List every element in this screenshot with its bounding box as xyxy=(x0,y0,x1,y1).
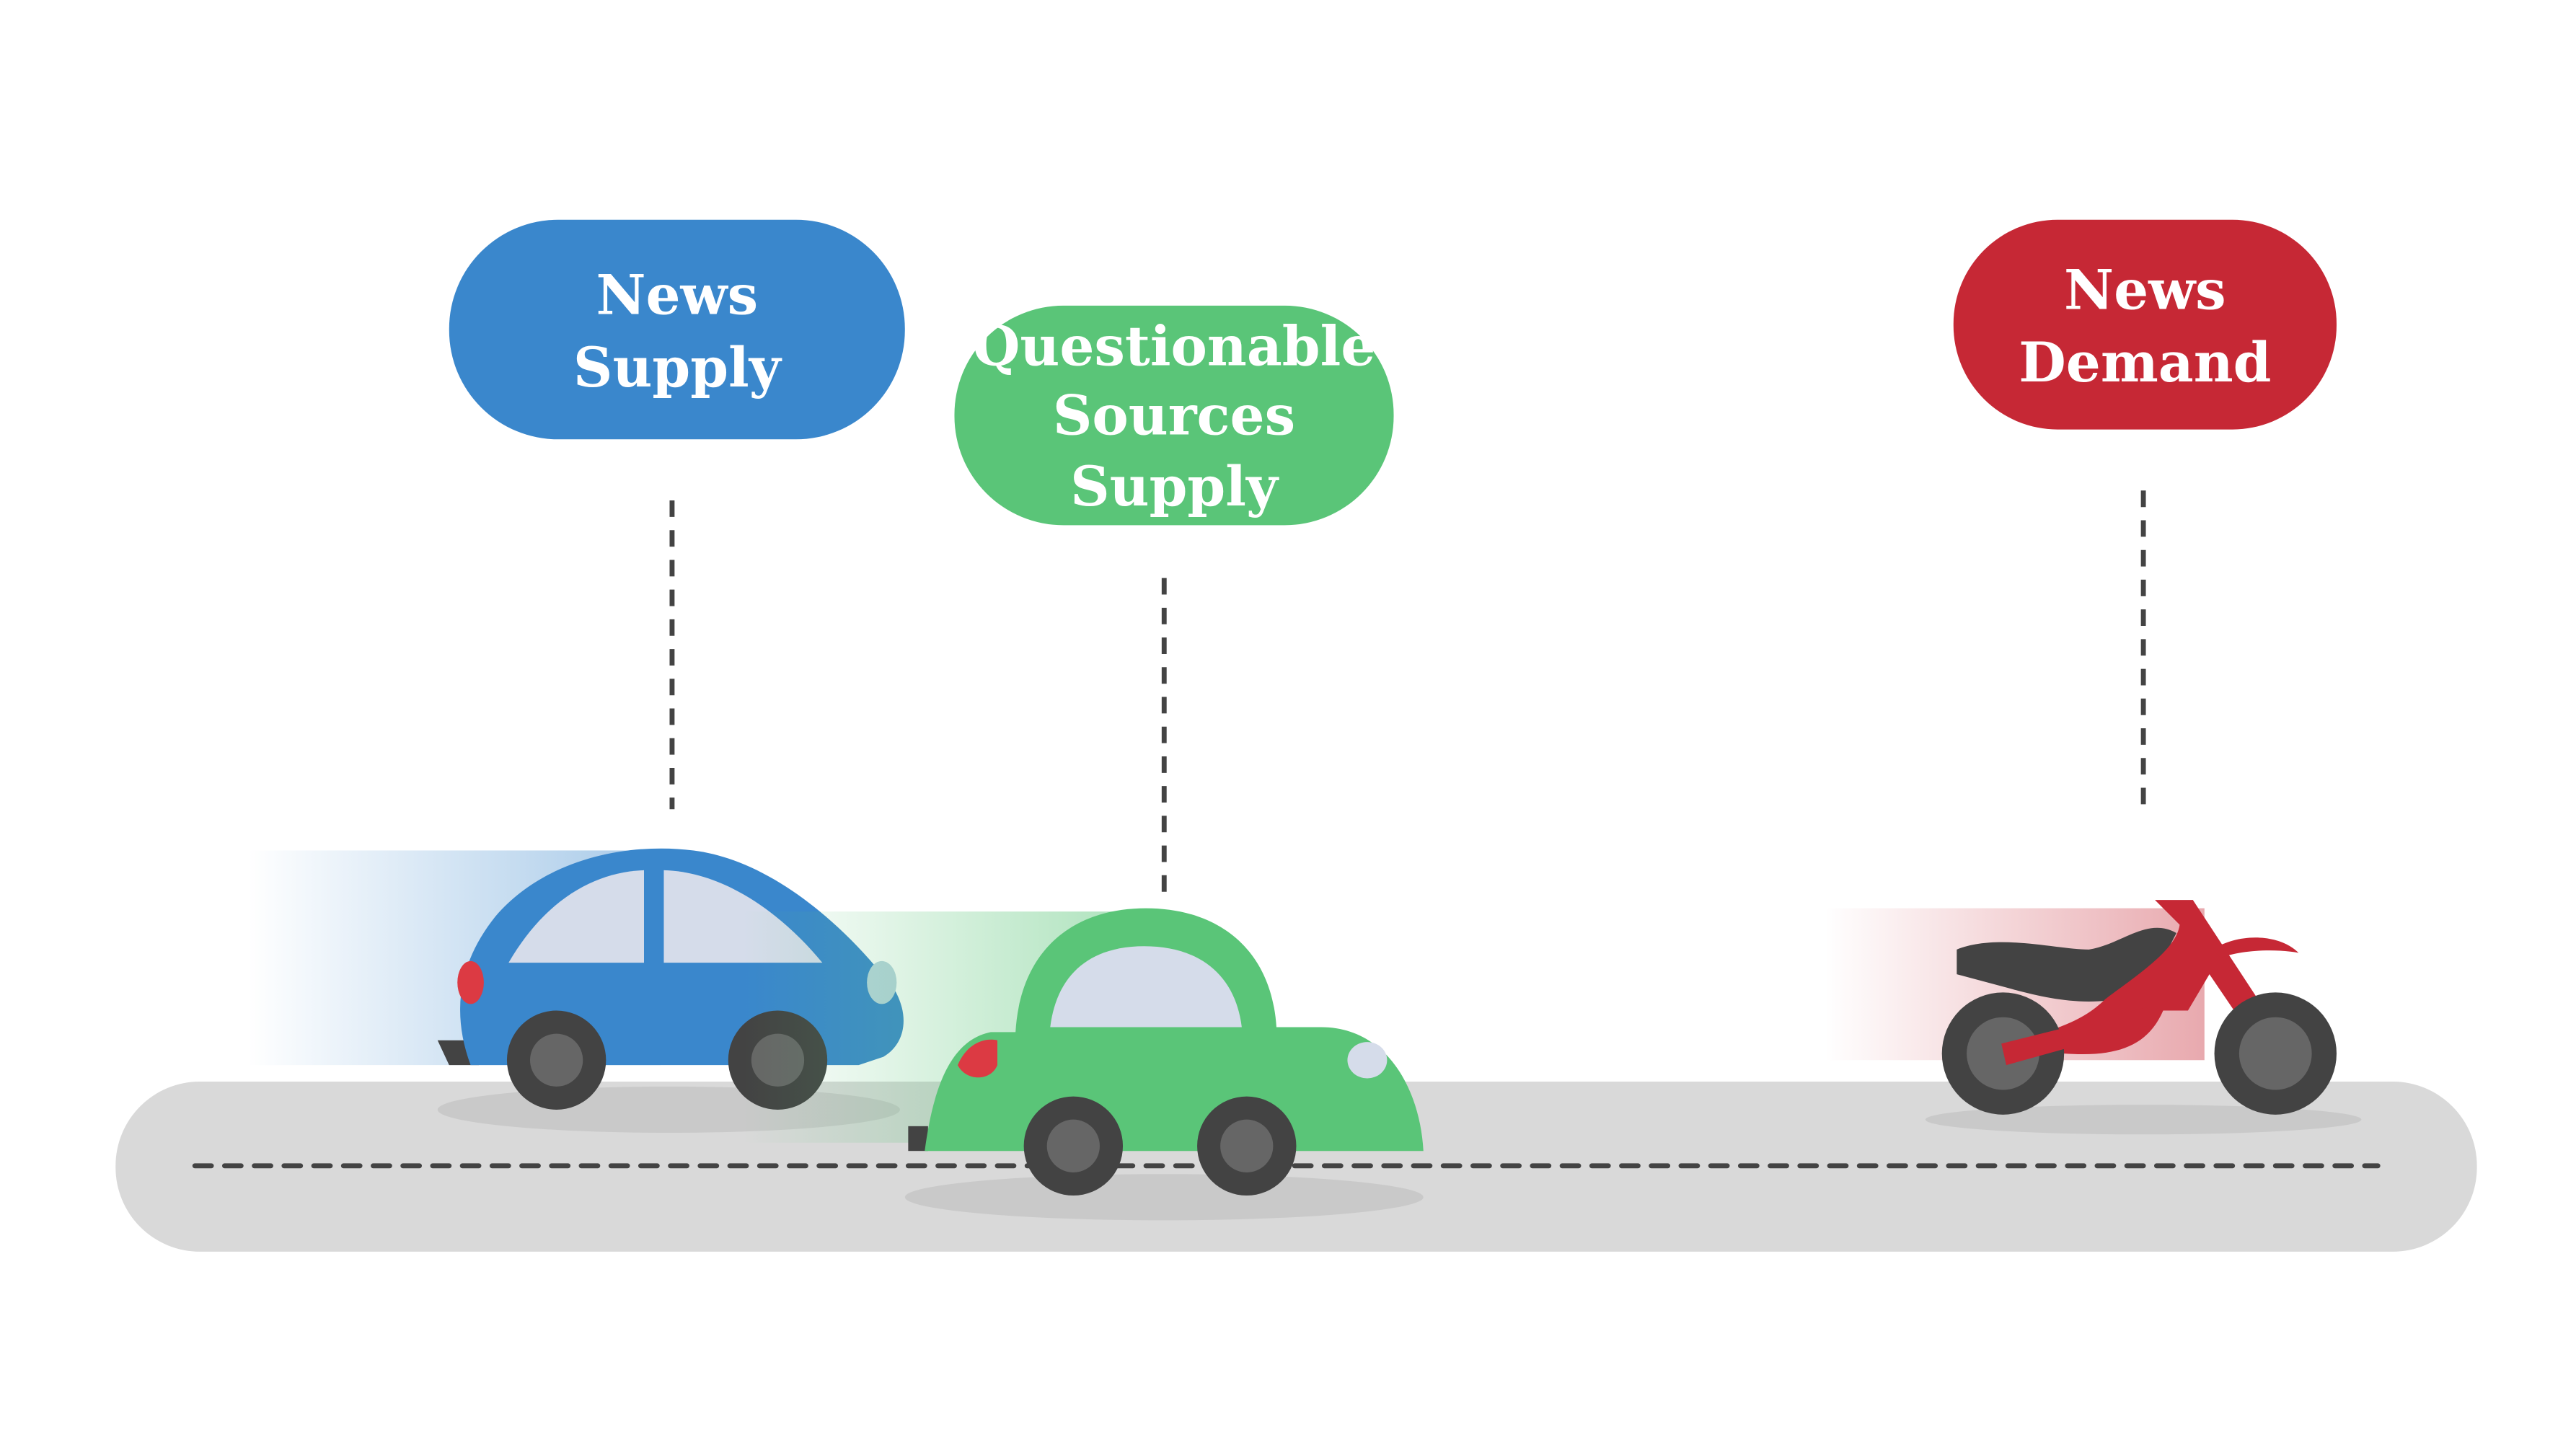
news-supply-bubble: News Supply xyxy=(449,219,905,440)
questionable-label-line3: Supply xyxy=(1070,454,1279,518)
news-demand-label-line1: News xyxy=(2064,257,2226,322)
questionable-label-line2: Sources xyxy=(1053,383,1295,447)
news-demand-bubble: News Demand xyxy=(1953,219,2337,430)
red-motorcycle-icon xyxy=(1825,900,2362,1135)
news-supply-label-line2: Supply xyxy=(573,335,782,399)
green-car-icon xyxy=(743,908,1424,1221)
questionable-sources-bubble: Questionable Sources Supply xyxy=(954,305,1394,526)
questionable-label-line1: Questionable xyxy=(973,314,1376,378)
news-supply-label-line1: News xyxy=(596,262,758,327)
news-demand-label-line2: Demand xyxy=(2019,330,2271,394)
